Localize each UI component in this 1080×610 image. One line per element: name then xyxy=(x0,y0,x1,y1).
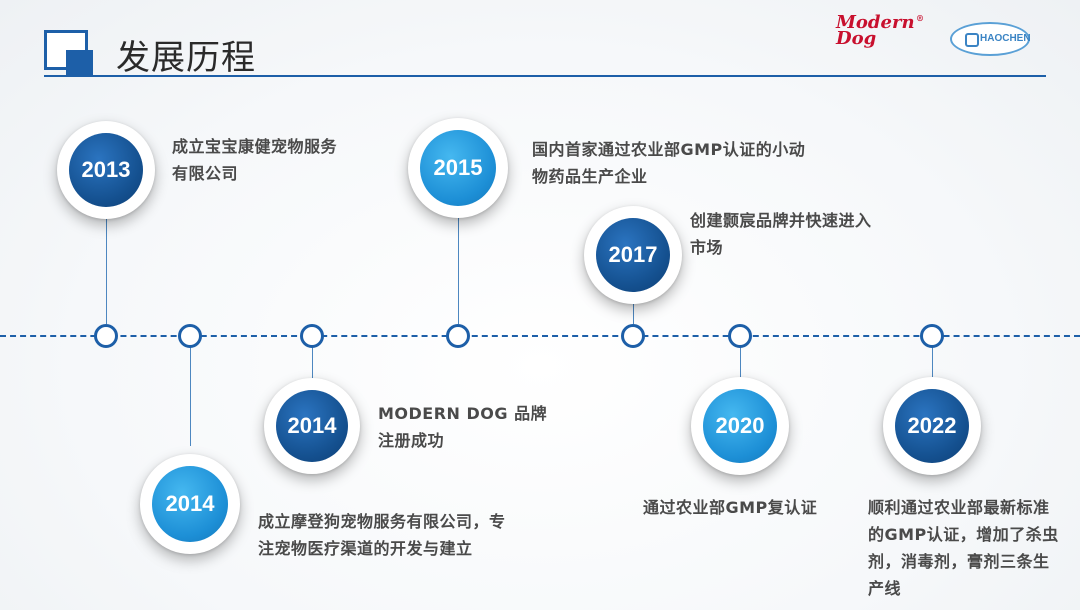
year-label: 2013 xyxy=(69,133,143,207)
milestone-desc-2014-a: 成立摩登狗宠物服务有限公司，专 注宠物医疗渠道的开发与建立 xyxy=(258,512,506,558)
timeline-dot xyxy=(94,324,118,348)
connector-2020 xyxy=(740,346,741,382)
haochen-logo-text: HAOCHEN xyxy=(980,33,1031,44)
connector-2015 xyxy=(458,212,459,324)
dog-face-icon xyxy=(965,33,979,47)
milestone-desc-2020: 通过农业部GMP复认证 xyxy=(643,498,818,517)
year-circle-2014-a: 2014 xyxy=(140,454,240,554)
milestone-desc-2015: 国内首家通过农业部GMP认证的小动 物药品生产企业 xyxy=(532,140,806,186)
timeline-dot xyxy=(621,324,645,348)
connector-2017 xyxy=(633,298,634,324)
year-circle-2022: 2022 xyxy=(883,377,981,475)
connector-2014-a xyxy=(190,346,191,446)
registered-mark: ® xyxy=(916,13,924,23)
year-circle-2017: 2017 xyxy=(584,206,682,304)
timeline-axis xyxy=(0,335,1080,337)
milestone-desc-2022: 顺利通过农业部最新标准 的GMP认证，增加了杀虫 剂，消毒剂，膏剂三条生 产线 xyxy=(868,498,1059,598)
milestone-desc-2014-b: MODERN DOG 品牌 注册成功 xyxy=(378,404,548,450)
timeline-dot xyxy=(300,324,324,348)
modern-dog-logo: Modern Dog ® xyxy=(836,14,926,48)
timeline-dot xyxy=(178,324,202,348)
year-label: 2015 xyxy=(420,130,496,206)
milestone-desc-2017: 创建颢宸品牌并快速进入 市场 xyxy=(690,211,872,257)
timeline-dot xyxy=(728,324,752,348)
year-circle-2020: 2020 xyxy=(691,377,789,475)
year-label: 2014 xyxy=(276,390,348,462)
logo-text-line2: Dog xyxy=(836,28,877,49)
year-label: 2022 xyxy=(895,389,969,463)
logo-text-line1: Modern xyxy=(836,12,915,33)
connector-2013 xyxy=(106,212,107,324)
page-title: 发展历程 xyxy=(116,38,256,78)
header-divider xyxy=(44,75,1046,77)
year-circle-2014-b: 2014 xyxy=(264,378,360,474)
year-label: 2014 xyxy=(152,466,228,542)
milestone-desc-2013: 成立宝宝康健宠物服务 有限公司 xyxy=(172,137,338,183)
year-label: 2020 xyxy=(703,389,777,463)
year-circle-2015: 2015 xyxy=(408,118,508,218)
haochen-logo: HAOCHEN xyxy=(950,22,1031,56)
year-label: 2017 xyxy=(596,218,670,292)
connector-2014-b xyxy=(312,346,313,382)
connector-2022 xyxy=(932,346,933,382)
header-decor-square-fill xyxy=(66,50,93,76)
timeline-dot xyxy=(920,324,944,348)
timeline-dot xyxy=(446,324,470,348)
year-circle-2013: 2013 xyxy=(57,121,155,219)
